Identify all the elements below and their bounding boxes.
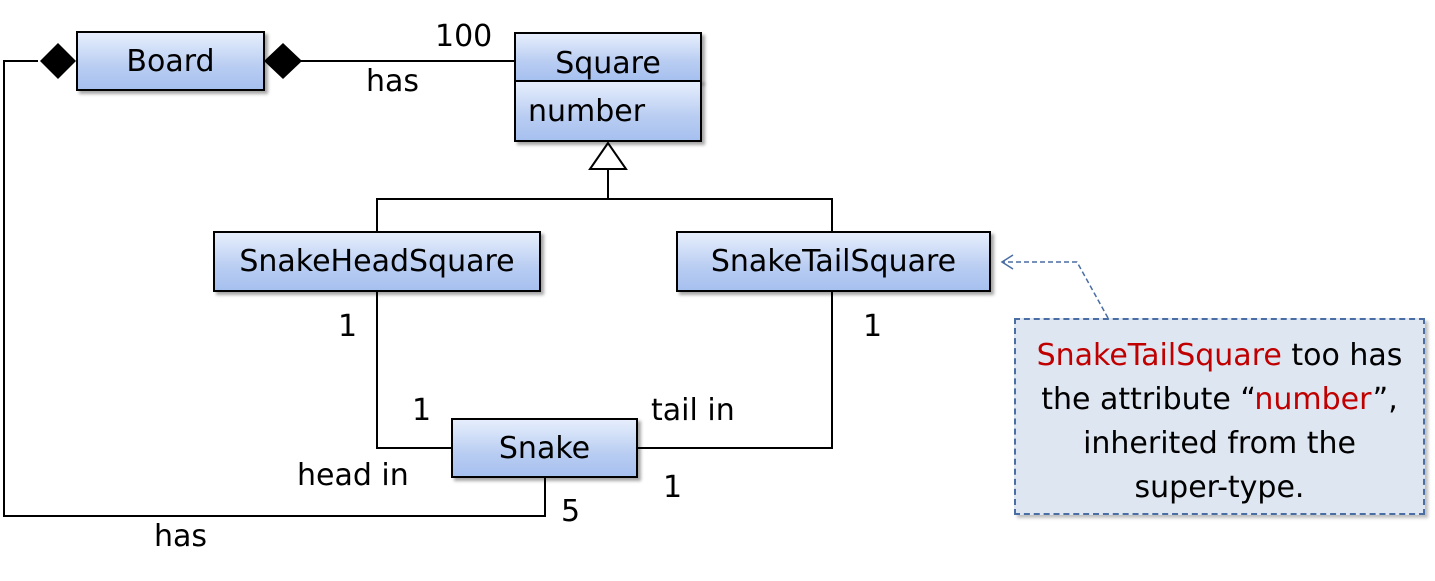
board-snake-composition-diamond — [40, 43, 76, 79]
inheritance-note: SnakeTailSquare too has the attribute “n… — [1014, 318, 1425, 515]
square-attribute-number: number — [528, 93, 646, 129]
note-class-name: SnakeTailSquare — [1036, 338, 1282, 373]
tail-association — [637, 291, 833, 449]
note-pointer — [1002, 261, 1109, 319]
board-square-composition-diamond — [264, 43, 302, 79]
board-square-role: has — [366, 64, 420, 99]
note-line-4: super-type. — [1134, 470, 1305, 505]
board-snake-multiplicity: 5 — [561, 494, 581, 529]
square-class-header: Square — [514, 32, 702, 82]
head-square-multiplicity: 1 — [338, 309, 358, 344]
board-snake-association — [3, 60, 546, 517]
snake-class-name: Snake — [498, 430, 591, 466]
note-pointer-arrowhead — [1000, 254, 1014, 270]
board-class: Board — [76, 31, 265, 91]
note-line-1: SnakeTailSquare too has — [1016, 334, 1423, 378]
snake-head-square-class-name: SnakeHeadSquare — [239, 244, 515, 279]
note-line-3: inherited from the — [1083, 426, 1356, 461]
snake-class: Snake — [451, 418, 638, 478]
note-attribute-name: number — [1254, 382, 1373, 417]
square-class-attributes: number — [514, 80, 702, 142]
board-snake-role: has — [154, 519, 208, 554]
board-square-multiplicity: 100 — [435, 19, 493, 54]
tail-snake-multiplicity: 1 — [663, 470, 683, 505]
board-class-name: Board — [126, 43, 215, 79]
note-line-2-start: the attribute “ — [1041, 382, 1255, 417]
square-class-name: Square — [555, 45, 661, 81]
snake-head-square-class: SnakeHeadSquare — [213, 231, 541, 292]
note-line-2-end: ”, — [1372, 382, 1398, 417]
note-line-1-rest: too has — [1281, 338, 1403, 373]
note-line-2: the attribute “number”, — [1016, 378, 1423, 422]
generalization-triangle — [588, 141, 628, 170]
head-role: head in — [297, 458, 409, 493]
snake-tail-square-class-name: SnakeTailSquare — [710, 244, 957, 279]
tail-role: tail in — [651, 393, 735, 428]
generalization-branches — [376, 198, 833, 231]
head-association — [376, 291, 451, 449]
tail-square-multiplicity: 1 — [863, 309, 883, 344]
snake-tail-square-class: SnakeTailSquare — [676, 231, 991, 292]
head-snake-multiplicity: 1 — [412, 393, 432, 428]
